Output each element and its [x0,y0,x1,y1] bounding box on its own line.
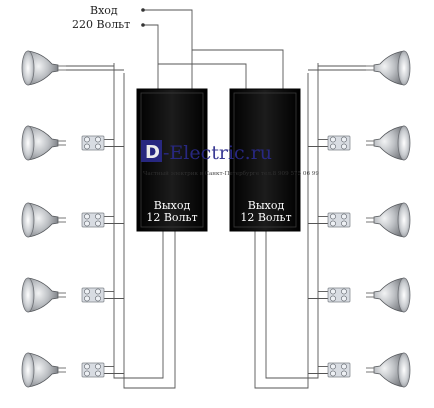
terminal-connector [327,135,351,151]
transformer-label-line1: Выход [248,199,285,212]
connector-screw [84,213,90,220]
lamp-reflector [27,352,59,388]
connector-screw [330,363,336,370]
connector-screw [330,295,336,302]
halogen-lamp-right-1 [366,50,411,86]
connector-screw [330,220,336,227]
lamp-reflector [27,125,59,161]
lamp-face [21,125,35,161]
lamp-face [397,125,411,161]
connector-screw [95,370,101,377]
wire [113,63,164,379]
watermark-site-name: -Electric.ru [163,142,272,164]
connector-screw [341,295,347,302]
watermark: D -Electric.ru Частный электрик в Санкт-… [141,140,319,177]
halogen-lamp-left-1 [21,50,66,86]
input-terminal-dot [141,8,145,12]
wire [123,73,176,389]
watermark-subtitle: Частный электрик в Санкт-Петербурге тел.… [143,170,319,177]
lamp-face [21,50,35,86]
connector-screw [341,136,347,143]
wire [143,24,159,89]
halogen-lamp-right-5 [366,352,411,388]
connector-screw [84,136,90,143]
connector-screw [330,136,336,143]
connector-screw [95,136,101,143]
halogen-lamp-left-2 [21,125,66,161]
halogen-lamp-right-3 [366,202,411,238]
terminal-connector [81,362,105,378]
terminal-connector [81,287,105,303]
lamp-face [21,352,35,388]
lamp-reflector [373,352,405,388]
input-terminal-dot [141,23,145,27]
halogen-lamp-right-4 [366,277,411,313]
transformer-body [229,88,301,232]
lamp-reflector [27,50,59,86]
terminal-connector [327,362,351,378]
connector-screw [95,363,101,370]
connector-screw [330,143,336,150]
wire [158,63,247,89]
watermark-logo-letter: D [145,142,160,163]
connector-screw [95,213,101,220]
connector-screw [84,370,90,377]
lamps [21,50,411,388]
wire [192,49,284,89]
lamp-reflector [27,202,59,238]
wire [265,63,319,379]
wire [254,73,309,389]
connector-screw [330,288,336,295]
lamp-face [21,202,35,238]
connector-screw [95,220,101,227]
lamp-reflector [373,277,405,313]
lamp-reflector [373,50,405,86]
transformer-label-line2: 12 Вольт [146,211,197,224]
wires [66,9,366,389]
wire [143,9,193,89]
connector-screw [341,220,347,227]
terminal-connector [81,212,105,228]
connector-screw [84,143,90,150]
connector-screw [95,288,101,295]
input-terminal: Вход 220 Вольт [72,4,145,31]
connector-screw [84,295,90,302]
connector-screw [341,288,347,295]
input-label-line1: Вход [90,4,118,17]
connector-screw [84,288,90,295]
transformer-label-line1: Выход [154,199,191,212]
halogen-lamp-right-2 [366,125,411,161]
lamp-face [397,352,411,388]
terminal-connector [327,287,351,303]
watermark-logo-box [141,140,162,162]
connector-screw [84,363,90,370]
terminal-connector [327,212,351,228]
lamp-face [21,277,35,313]
connector-screw [341,370,347,377]
lamp-face [397,202,411,238]
halogen-lamp-left-5 [21,352,66,388]
lamp-face [397,50,411,86]
halogen-lamp-left-4 [21,277,66,313]
connector-screw [330,213,336,220]
terminal-connector [81,135,105,151]
connector-screw [95,295,101,302]
transformer-right: Выход 12 Вольт [229,88,301,232]
lamp-reflector [27,277,59,313]
input-label-line2: 220 Вольт [72,18,130,31]
halogen-lamp-left-3 [21,202,66,238]
transformer-label-line2: 12 Вольт [240,211,291,224]
connector-screw [84,220,90,227]
connector-screw [341,143,347,150]
connector-screw [341,213,347,220]
lamp-reflector [373,202,405,238]
connector-screw [95,143,101,150]
connector-screw [330,370,336,377]
lamp-face [397,277,411,313]
connector-screw [341,363,347,370]
lamp-reflector [373,125,405,161]
